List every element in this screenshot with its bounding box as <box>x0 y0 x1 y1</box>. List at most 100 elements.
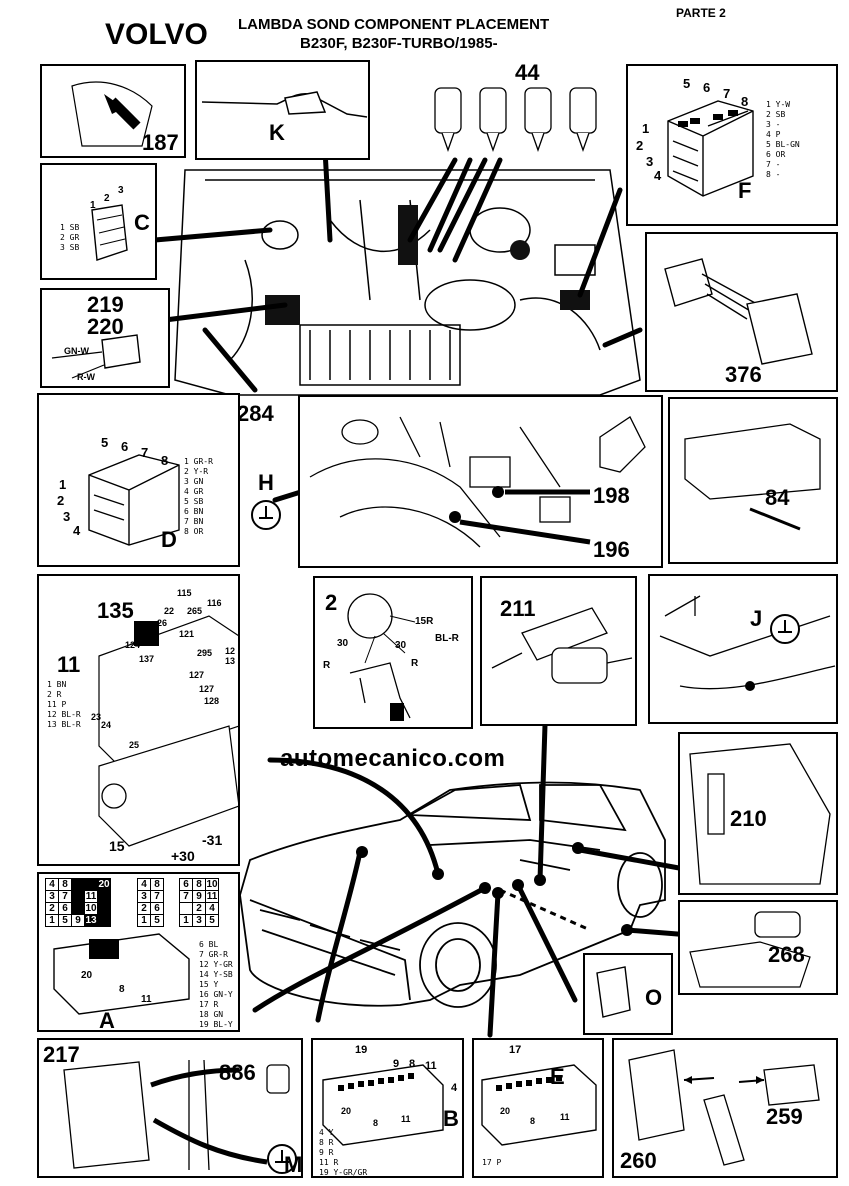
relay-26: 26 <box>157 618 168 628</box>
fuse-24: 24 <box>101 720 112 730</box>
callout-198: 198 <box>593 483 630 508</box>
connector-A-label-20: 20 <box>81 970 93 981</box>
pin-8: 8 <box>161 453 169 468</box>
callout-11: 11 <box>57 652 81 677</box>
label-15R: 15R <box>415 616 434 627</box>
callout-F: F <box>738 178 752 203</box>
callout-284: 284 <box>237 401 274 426</box>
engine-detail-box: 198 196 <box>298 395 663 568</box>
connector-B-label-8: 8 <box>373 1118 379 1128</box>
box-211: 211 <box>480 576 637 726</box>
pin-1: 1 <box>90 200 96 211</box>
callout-217: 217 <box>43 1042 80 1067</box>
relay-128: 128 <box>204 696 220 706</box>
pin-2: 2 <box>636 138 644 153</box>
callout-187: 187 <box>142 130 179 155</box>
callout-211: 211 <box>500 596 536 621</box>
connector-B-pin-11: 11 <box>425 1060 437 1072</box>
label-R-left: R <box>323 660 331 671</box>
pin-1: 1 <box>642 121 650 136</box>
injectors-44: 44 <box>420 60 620 160</box>
connector-B-label-20: 20 <box>341 1106 352 1116</box>
callout-2: 2 <box>325 590 338 615</box>
relay-panel-box: 135 11 115 116 265 121 124 137 127 127 1… <box>37 574 240 866</box>
callout-219: 219 <box>87 292 124 317</box>
callout-259: 259 <box>766 1104 803 1129</box>
pin-7: 7 <box>141 445 149 460</box>
connector-A-label-11: 11 <box>141 994 152 1005</box>
callout-135: 135 <box>97 598 134 623</box>
connector-A-label-8: 8 <box>119 984 125 995</box>
relay-265: 265 <box>187 606 203 616</box>
connector-O-box: O <box>583 953 673 1035</box>
connector-B-pin-19: 19 <box>355 1044 368 1056</box>
ground-J-icon <box>770 614 800 644</box>
callout-C: C <box>134 210 150 235</box>
relay-137: 137 <box>139 654 155 664</box>
engine-bay-drawing <box>174 169 641 396</box>
relay-124: 124 <box>125 640 141 650</box>
callout-minus31: -31 <box>202 832 223 848</box>
callout-268: 268 <box>768 942 805 967</box>
callout-260: 260 <box>620 1148 657 1173</box>
callout-plus30: +30 <box>171 848 195 864</box>
box-84: 84 <box>668 397 838 564</box>
connector-B-label-11: 11 <box>401 1114 411 1124</box>
callout-J: J <box>750 606 763 631</box>
pin-3: 3 <box>63 509 71 524</box>
box-J: J <box>648 574 838 724</box>
pin-2: 2 <box>57 493 65 508</box>
relay-295: 295 <box>197 648 213 658</box>
connector-E-legend: 17 P <box>482 1158 502 1167</box>
box-217-886: 217 886 M <box>37 1038 303 1178</box>
switch-2-box: 2 15R BL-R 30 30 R R <box>313 576 473 729</box>
pin-8: 8 <box>741 94 749 109</box>
pin-5: 5 <box>101 435 109 450</box>
pin-5: 5 <box>683 76 691 91</box>
watermark: automecanico.com <box>280 745 506 772</box>
callout-O: O <box>645 985 663 1010</box>
connector-E-box: 17 E 20 8 11 17 P <box>472 1038 604 1178</box>
page-number: PARTE 2 <box>676 6 726 20</box>
callout-H: H <box>258 470 274 495</box>
callout-A: A <box>99 1008 115 1032</box>
fuse-25: 25 <box>129 740 140 750</box>
pin-3: 3 <box>646 154 654 169</box>
connector-E-label-20: 20 <box>500 1106 511 1116</box>
box-260-259: 260 259 <box>612 1038 838 1178</box>
pin-4: 4 <box>73 523 81 538</box>
brand-title: VOLVO <box>105 18 208 51</box>
page-title: LAMBDA SOND COMPONENT PLACEMENT <box>238 16 550 33</box>
callout-376: 376 <box>725 362 762 387</box>
relay-22: 22 <box>164 606 175 616</box>
pin-4: 4 <box>654 168 662 183</box>
fuse-23: 23 <box>91 712 102 722</box>
pin-3: 3 <box>118 185 124 196</box>
pin-6: 6 <box>121 439 129 454</box>
wire-gn-w: GN-W <box>64 346 89 356</box>
box-268: 268 <box>678 900 838 995</box>
label-30-right: 30 <box>395 640 407 651</box>
relay-121: 121 <box>179 629 195 639</box>
callout-220: 220 <box>87 314 124 339</box>
callout-886: 886 <box>219 1060 256 1085</box>
label-R-right: R <box>411 658 419 669</box>
callout-196: 196 <box>593 537 630 562</box>
relay-115: 115 <box>177 588 192 598</box>
relay-12: 12 <box>225 646 236 656</box>
callout-E: E <box>550 1064 565 1089</box>
callout-B: B <box>443 1106 459 1131</box>
pin-6: 6 <box>703 80 711 95</box>
relay-127a: 127 <box>189 670 205 680</box>
